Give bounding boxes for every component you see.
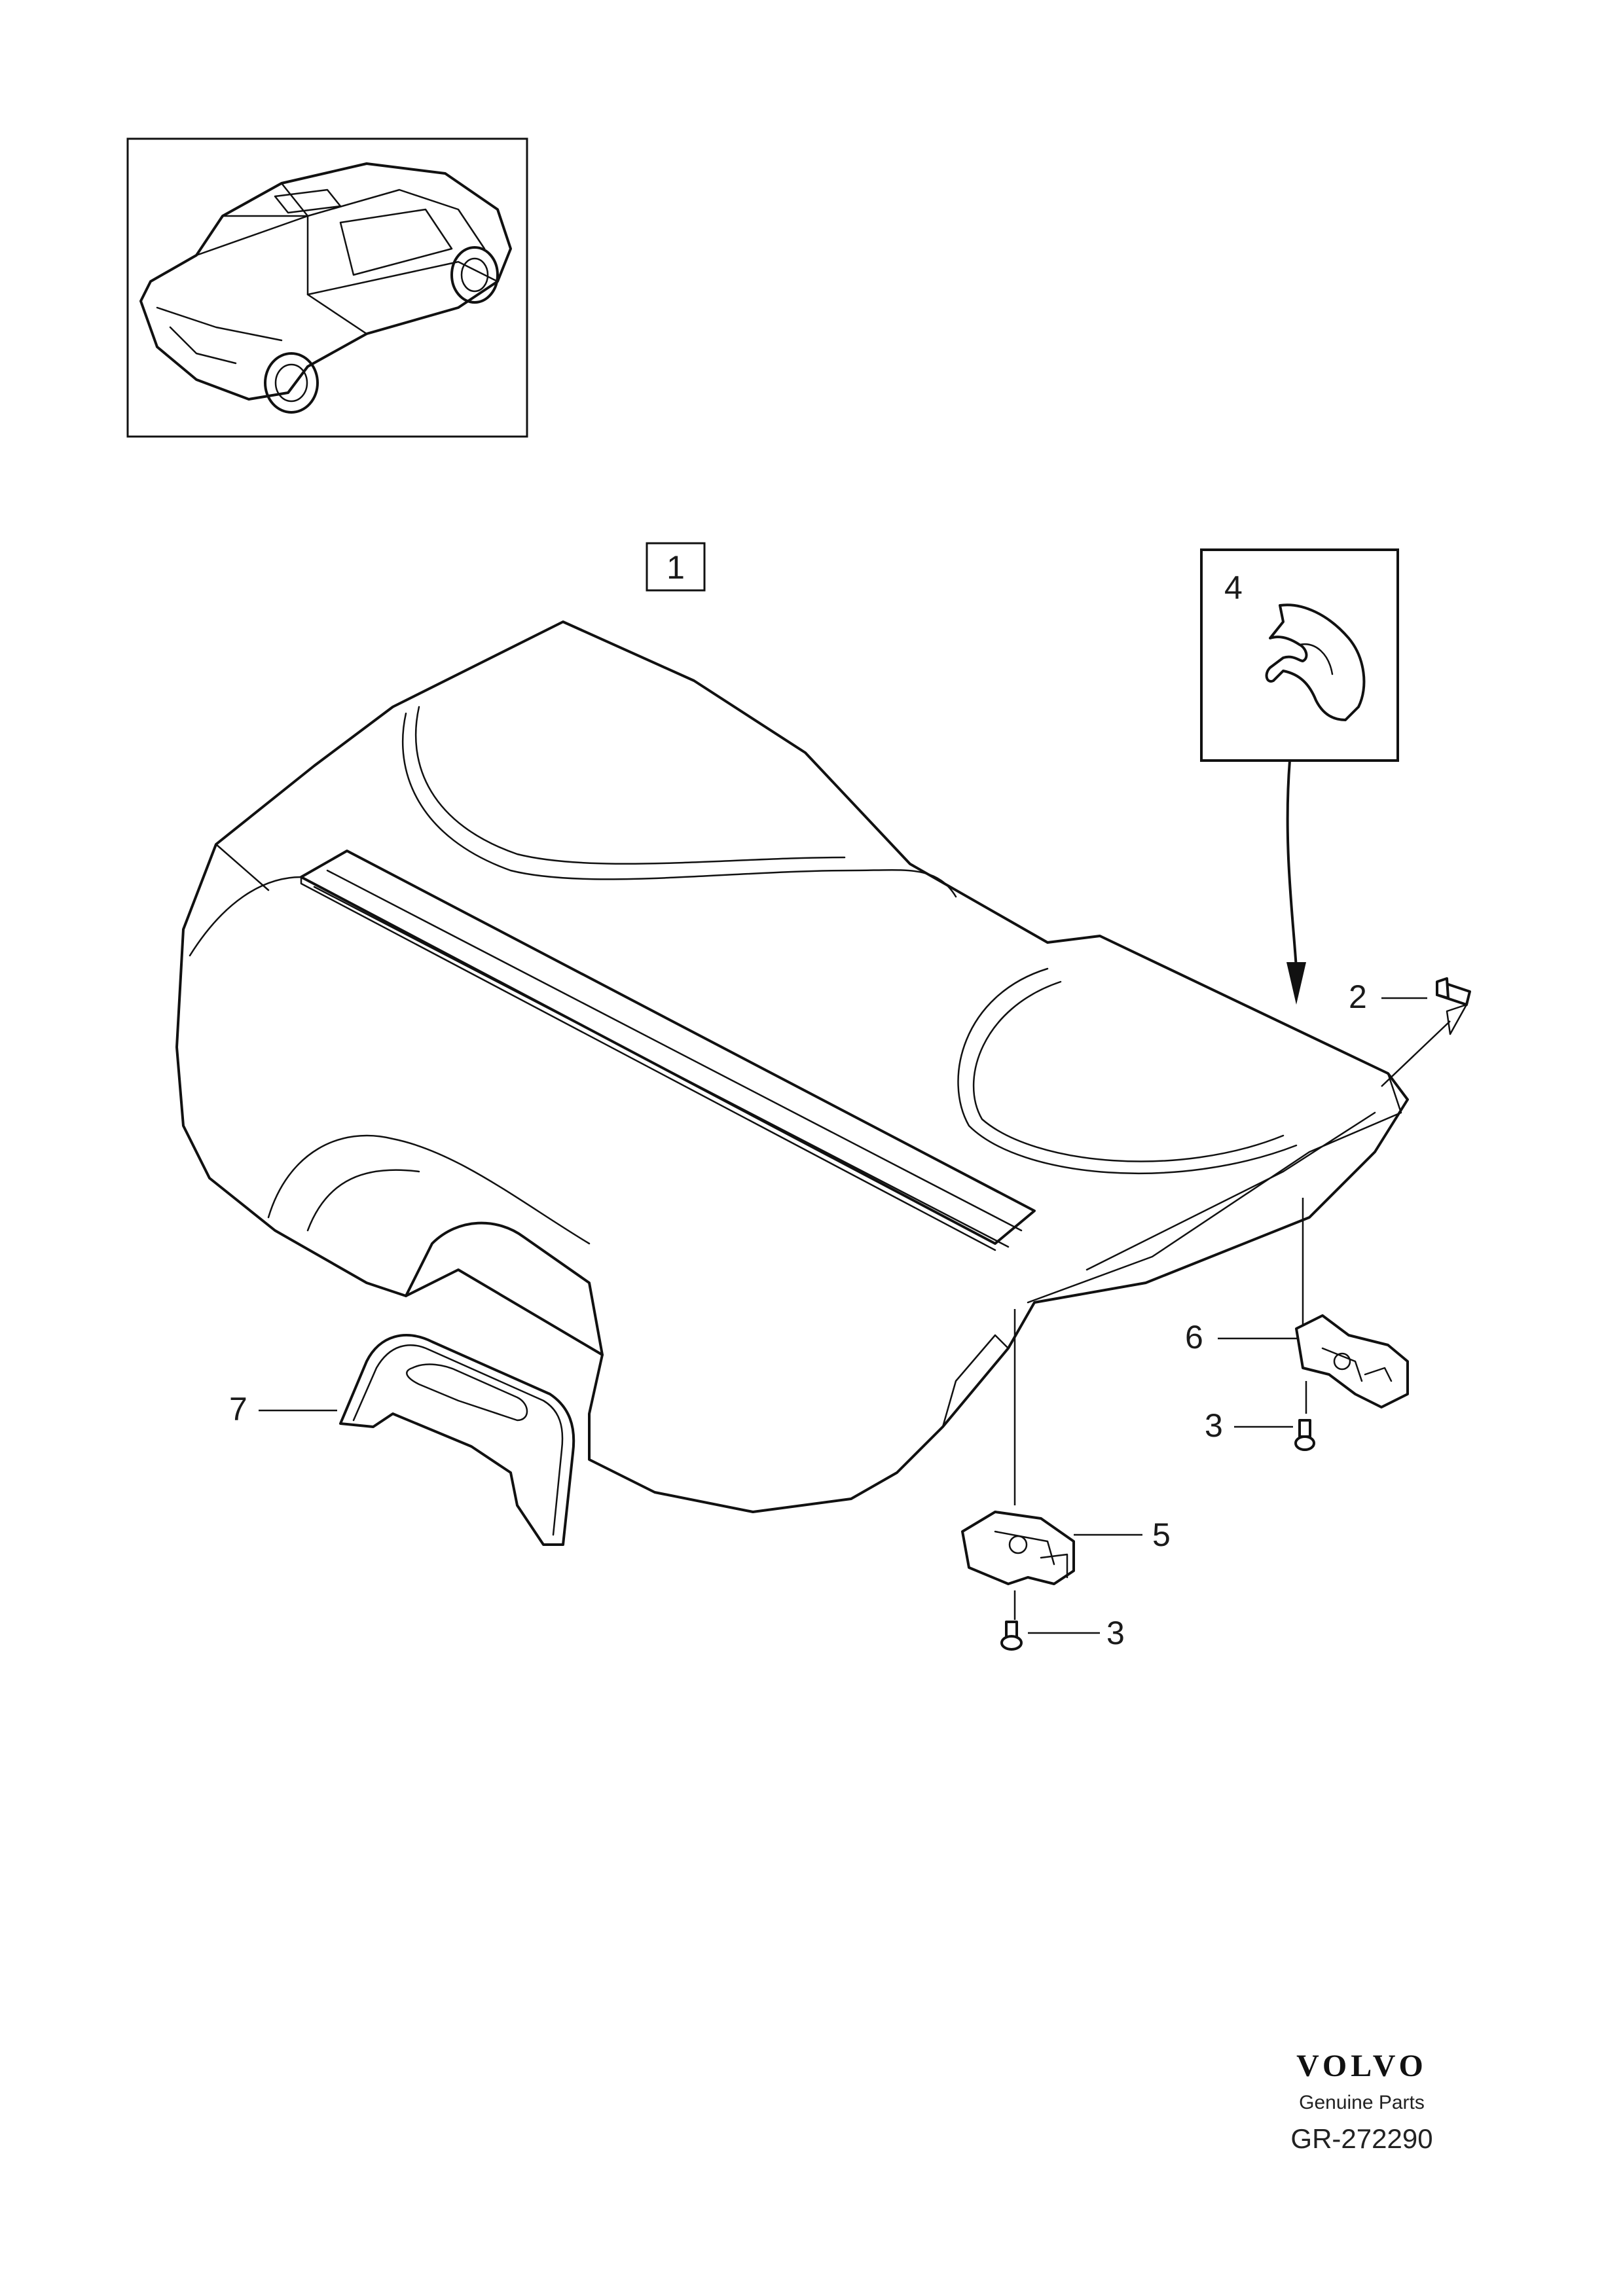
screw-3-upper: 3 xyxy=(1205,1407,1315,1451)
bracket-5: 5 xyxy=(961,1309,1171,1620)
callout-6: 6 xyxy=(1185,1319,1203,1355)
volvo-logo: VOLVO xyxy=(1296,2049,1427,2083)
callout-3-lower: 3 xyxy=(1106,1615,1125,1651)
callout-5: 5 xyxy=(1152,1516,1171,1553)
screw-icon xyxy=(1294,1419,1315,1451)
screw-2: 2 xyxy=(1349,977,1471,1087)
callout-3-upper: 3 xyxy=(1205,1407,1223,1444)
screw-3-lower: 3 xyxy=(1000,1615,1125,1651)
trim-cover-icon xyxy=(339,1334,575,1546)
callout-4: 4 xyxy=(1224,569,1243,606)
bracket-icon xyxy=(961,1511,1075,1585)
bracket-6: 6 xyxy=(1185,1198,1409,1414)
callout-7: 7 xyxy=(229,1391,247,1427)
screw-icon xyxy=(1436,977,1471,1035)
brand-tagline: Genuine Parts xyxy=(1299,2092,1425,2113)
trim-cover-7: 7 xyxy=(229,1334,575,1546)
callout-2: 2 xyxy=(1349,978,1367,1015)
bracket-icon xyxy=(1295,1314,1409,1408)
screw-icon xyxy=(1000,1621,1023,1651)
clip-icon xyxy=(1265,603,1366,721)
car-overview-inset xyxy=(126,137,528,438)
parcel-shelf-panel xyxy=(175,620,1409,1513)
callout-1: 1 xyxy=(666,549,685,586)
callout-1-box: 1 xyxy=(646,542,706,592)
car-overview-icon xyxy=(139,162,512,414)
brand-block: VOLVO Genuine Parts GR-272290 xyxy=(1290,2049,1432,2154)
diagram-reference: GR-272290 xyxy=(1290,2123,1432,2154)
clip-inset: 4 xyxy=(1200,548,1399,1005)
